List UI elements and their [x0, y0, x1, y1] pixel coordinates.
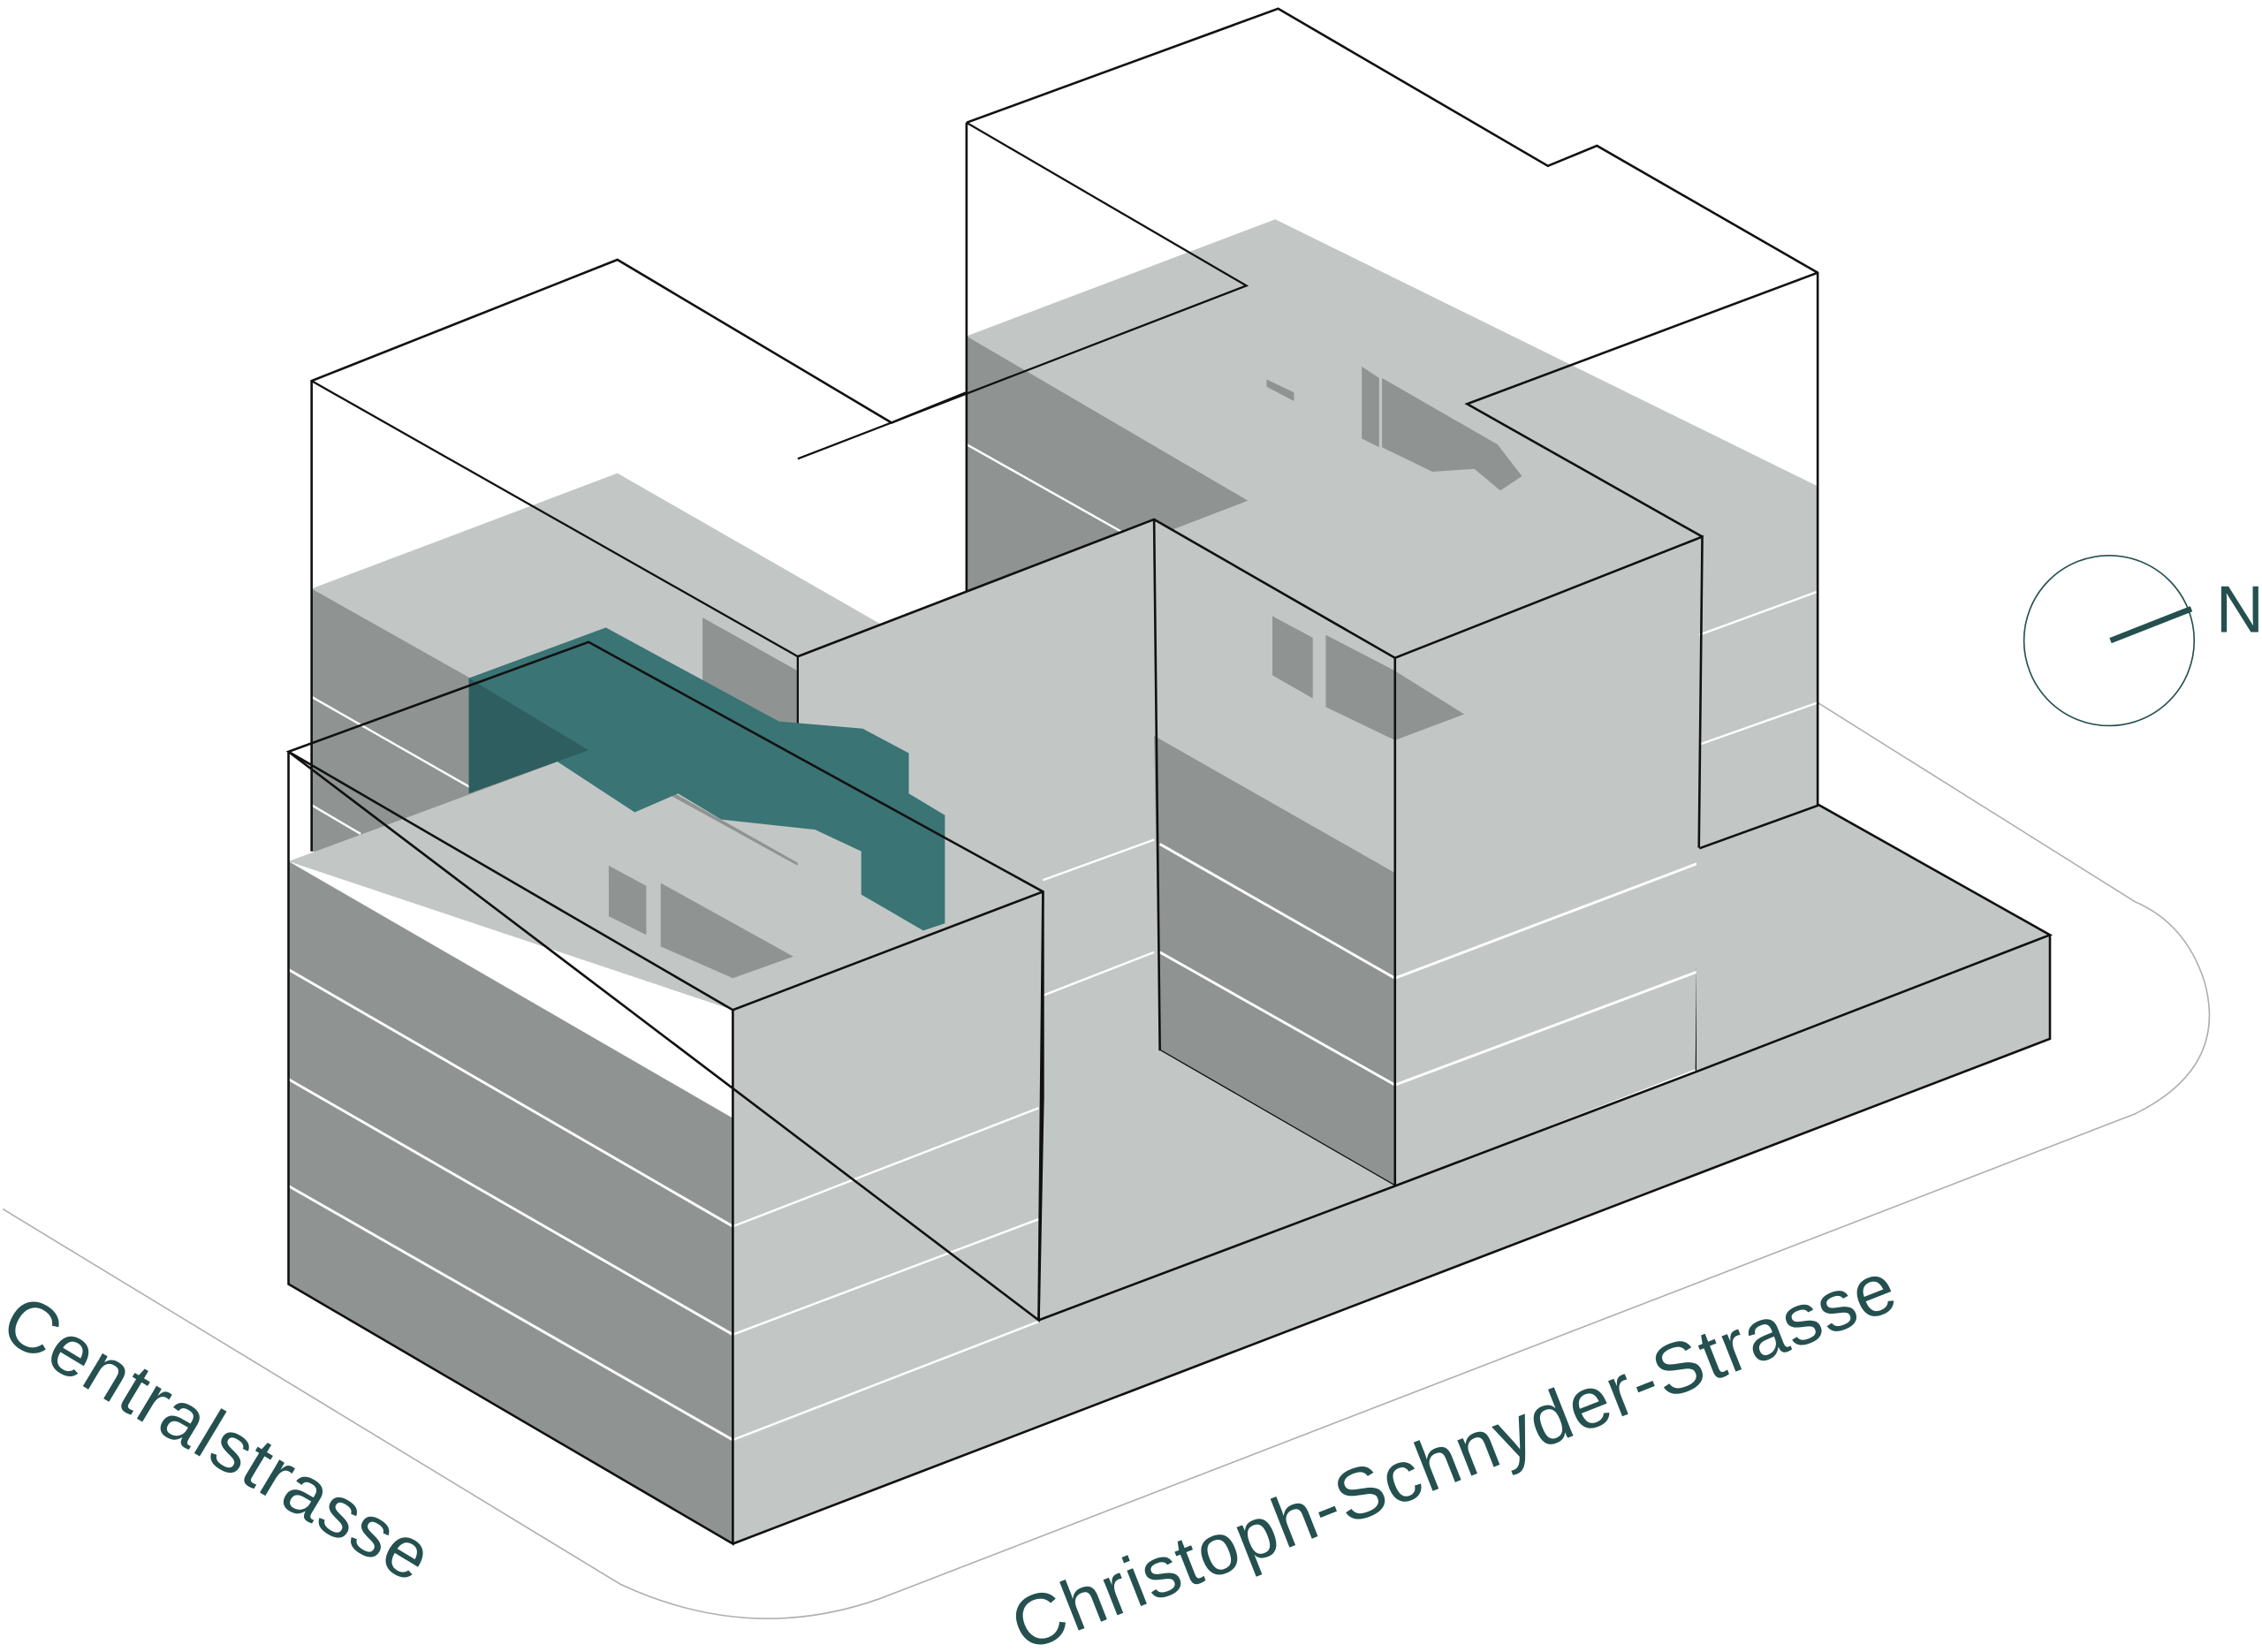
highlighted-unit — [468, 627, 945, 931]
podium-base — [732, 803, 2053, 1545]
north-arrow-compass: N — [2023, 554, 2262, 727]
north-label: N — [2216, 572, 2262, 646]
north-needle-icon — [2109, 606, 2193, 644]
street-curb-line — [2, 701, 2211, 1619]
building-southwest — [285, 627, 1044, 1546]
